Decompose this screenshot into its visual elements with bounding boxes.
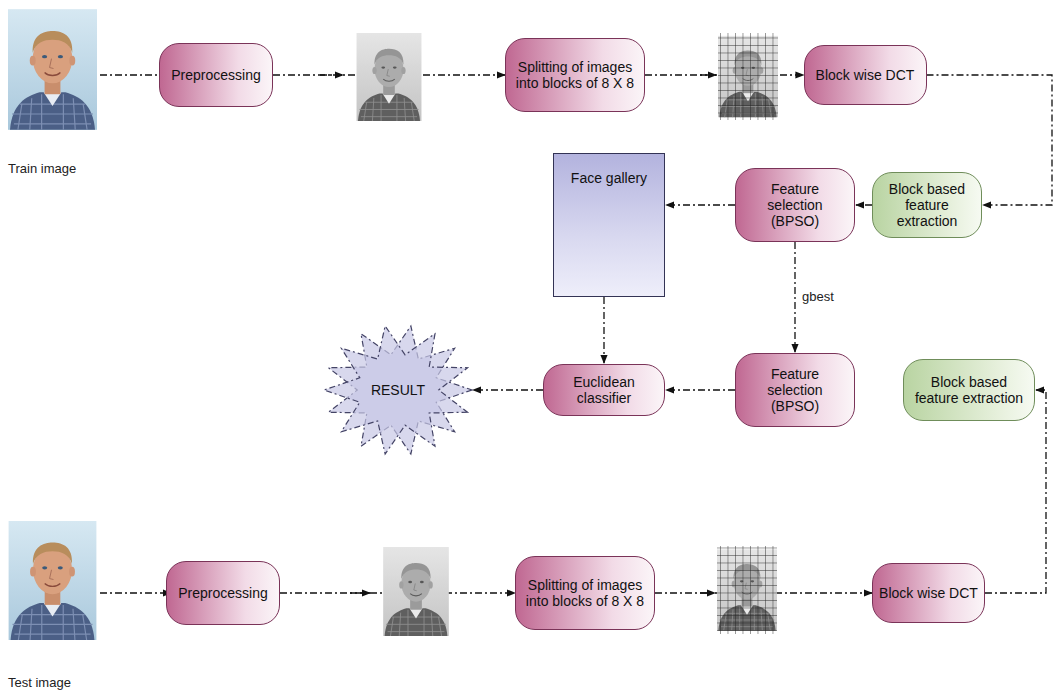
node-text: Euclidean classifier [544, 374, 664, 406]
process-box: Preprocessing [159, 43, 273, 107]
node-text: Block based feature extraction [904, 374, 1034, 406]
test-photo [9, 521, 97, 640]
gallery-box: Face gallery [553, 153, 665, 297]
process-box: Block wise DCT [804, 45, 927, 105]
process-box: Preprocessing [166, 561, 280, 625]
node-text: Block based feature extraction [873, 181, 981, 229]
node-text: Block wise DCT [873, 585, 984, 601]
edge-label: gbest [802, 289, 834, 304]
train-photo [8, 9, 97, 130]
result-star: RESULT [322, 323, 474, 457]
grey-photo [383, 547, 449, 636]
flow-arrow [794, 242, 795, 352]
node-text: Feature selection (BPSO) [736, 366, 854, 414]
process-box: Splitting of images into blocks of 8 X 8 [505, 38, 645, 112]
process-box: Euclidean classifier [543, 364, 665, 416]
node-text: Preprocessing [165, 67, 267, 83]
grid-photo [717, 546, 777, 634]
process-box: Feature selection (BPSO) [735, 168, 855, 242]
node-text: Block wise DCT [810, 67, 921, 83]
grid-photo [718, 33, 778, 120]
node-text: Feature selection (BPSO) [736, 181, 854, 229]
grey-photo [357, 33, 422, 121]
node-text: Splitting of images into blocks of 8 X 8 [516, 577, 654, 609]
node-text: RESULT [365, 382, 431, 398]
node-text: Face gallery [565, 170, 653, 186]
node-text: Splitting of images into blocks of 8 X 8 [506, 59, 644, 91]
process-box: Splitting of images into blocks of 8 X 8 [515, 556, 655, 630]
image-caption: Test image [8, 675, 71, 690]
process-box: Block wise DCT [872, 563, 985, 623]
process-box: Feature selection (BPSO) [735, 353, 855, 427]
flow-arrow [856, 204, 872, 205]
flow-arrow [473, 389, 543, 390]
flow-arrow [666, 204, 735, 205]
extraction-box: Block based feature extraction [872, 172, 982, 238]
flow-arrow [100, 75, 716, 593]
node-text: Preprocessing [172, 585, 274, 601]
image-caption: Train image [8, 161, 76, 176]
extraction-box: Block based feature extraction [903, 359, 1035, 421]
flow-arrow [666, 389, 735, 390]
flow-arrow [603, 297, 604, 363]
